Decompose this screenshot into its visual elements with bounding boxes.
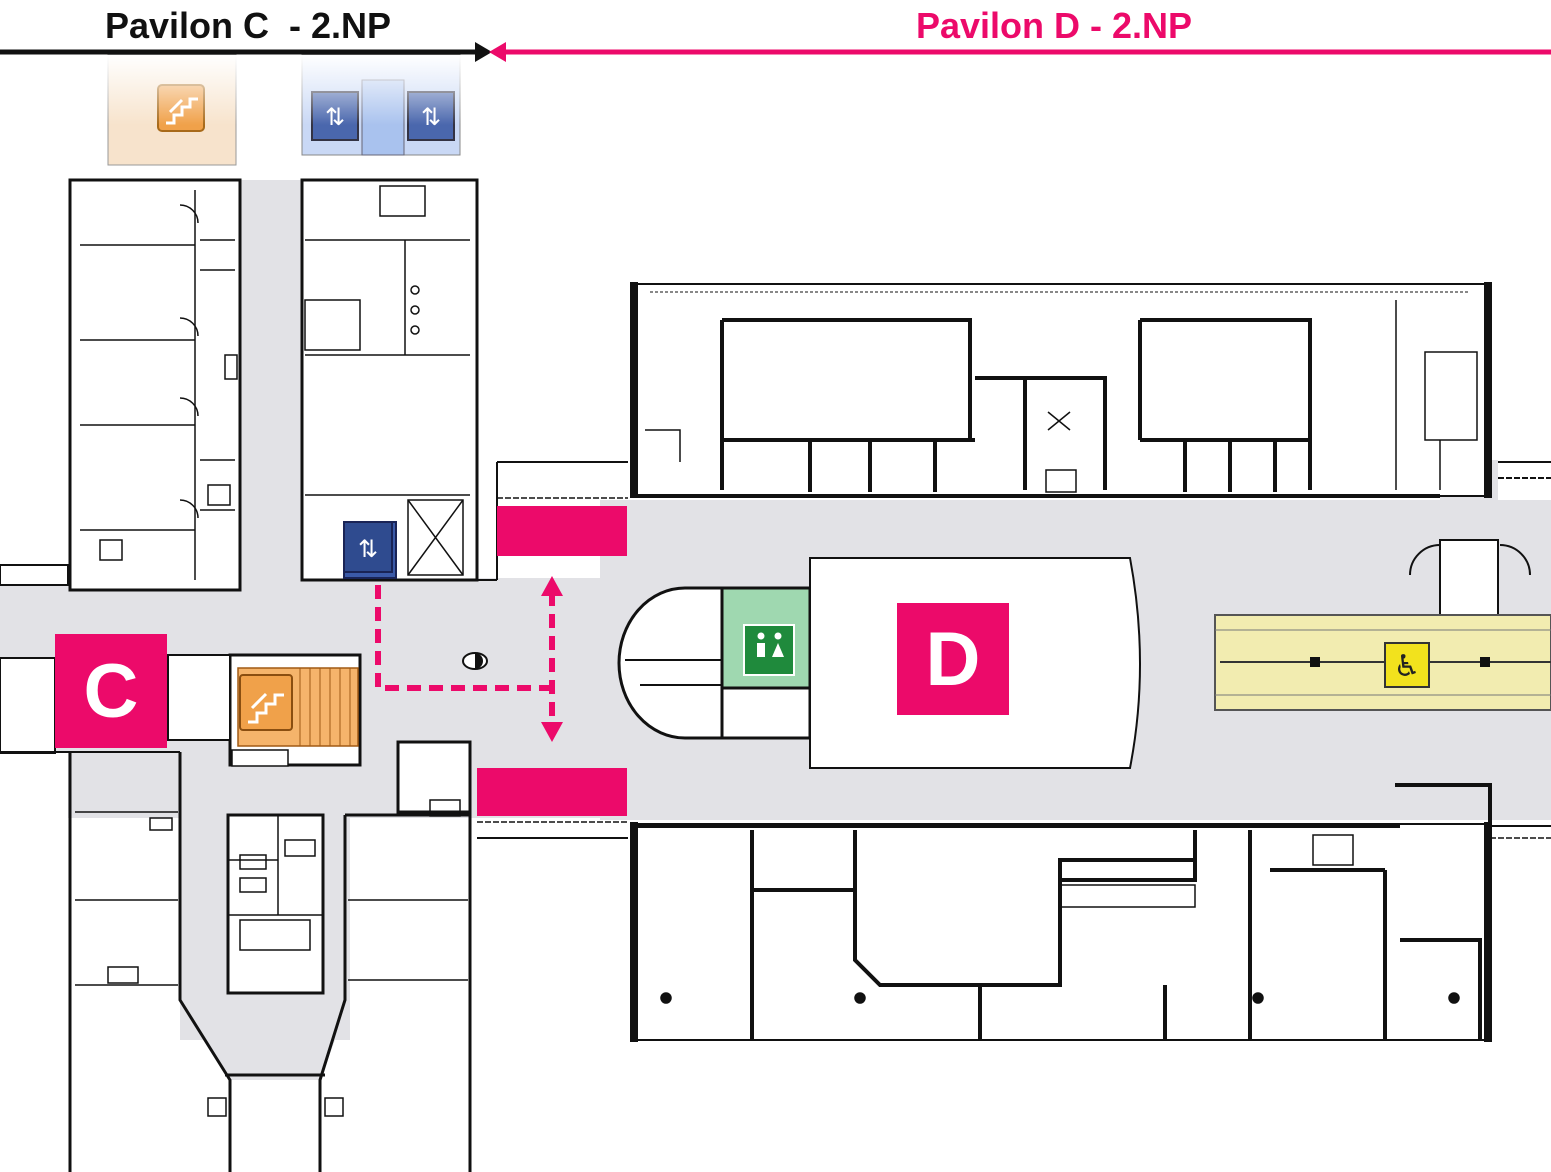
pavilion-c-north-west-wing (68, 178, 242, 592)
svg-text:♿: ♿ (1394, 649, 1421, 684)
pavilion-c-south-west-wing (68, 752, 232, 1172)
corridor-c-octagon (180, 1000, 350, 1080)
route-dashed-line (375, 585, 552, 691)
pavilion-c-floor-label: Pavilon C - 2.NP (105, 5, 392, 46)
pavilion-transition-markers (477, 506, 627, 816)
stairs-icon (239, 674, 293, 731)
pavilion-c-badge: C (55, 634, 167, 748)
pavilion-c-west-block (0, 564, 231, 754)
pavilion-d-badge: D (897, 603, 1009, 715)
pavilion-d-badge-letter: D (925, 616, 981, 702)
pavilion-c-core-rooms (226, 813, 325, 995)
route-path (375, 576, 563, 742)
pavilion-c-north-east-wing (300, 178, 479, 582)
accessibility-ramp: ♿ (1214, 614, 1551, 711)
svg-text:⇅: ⇅ (358, 535, 378, 563)
corridor-c-north (240, 180, 302, 600)
pavilion-c-header-line (0, 42, 492, 62)
pavilion-d-south-block (630, 783, 1551, 1042)
pavilion-d-header-line (489, 42, 1551, 62)
wc-icon (743, 624, 795, 676)
wheelchair-icon: ♿ (1384, 642, 1430, 688)
pavilion-c-south-east-wing (225, 740, 472, 1172)
top-annex: ⇅ ⇅ (100, 54, 470, 166)
corridor-object (462, 652, 488, 670)
central-island (617, 586, 812, 740)
route-arrow-down (541, 722, 563, 742)
pavilion-c-stairwell (228, 653, 362, 767)
link-corridor-walls (477, 461, 628, 839)
elevator-icon: ⇅ (343, 521, 397, 579)
pavilion-d-east-link (1409, 461, 1551, 616)
pavilion-c-badge-letter: C (83, 648, 139, 734)
pavilion-d-floor-label: Pavilon D - 2.NP (916, 5, 1193, 46)
pavilion-d-north-block (630, 282, 1492, 498)
route-arrow-up (541, 576, 563, 596)
